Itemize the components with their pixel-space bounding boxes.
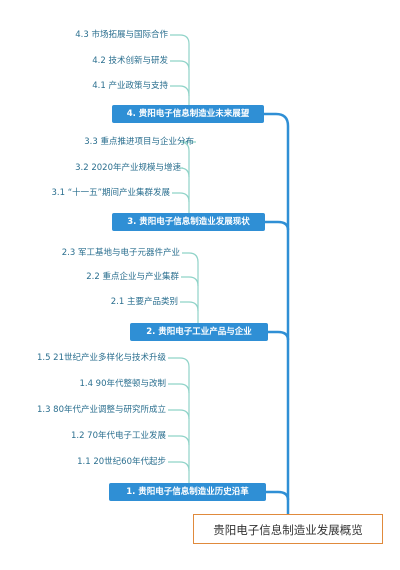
topic-3-3[interactable]: 3.3 重点推进项目与企业分布 bbox=[84, 137, 194, 147]
trunk-line-4 bbox=[264, 112, 290, 528]
leaf-line-1-3 bbox=[168, 409, 190, 420]
leaf-line-1-4 bbox=[168, 383, 190, 394]
topic-2-1[interactable]: 2.1 主要产品类别 bbox=[110, 297, 178, 307]
trunk-line-2 bbox=[268, 330, 290, 341]
leaf-line-3-1 bbox=[172, 192, 190, 203]
branch-2[interactable]: 2. 贵阳电子工业产品与企业 bbox=[130, 323, 268, 341]
leaf-line-1-5 bbox=[168, 357, 190, 485]
branch-1[interactable]: 1. 贵阳电子信息制造业历史沿革 bbox=[109, 483, 266, 501]
leaf-line-4-2 bbox=[170, 60, 190, 71]
topic-1-4[interactable]: 1.4 90年代整顿与改制 bbox=[79, 379, 166, 389]
topic-3-1[interactable]: 3.1 “十一五”期间产业集群发展 bbox=[51, 188, 170, 198]
topic-1-5[interactable]: 1.5 21世纪产业多样化与技术升级 bbox=[36, 353, 166, 363]
topic-3-2[interactable]: 3.2 2020年产业规模与增速 bbox=[75, 163, 181, 173]
leaf-line-2-1 bbox=[180, 301, 199, 312]
trunk-line-3 bbox=[265, 220, 290, 231]
branch-4[interactable]: 4. 贵阳电子信息制造业未来展望 bbox=[112, 105, 264, 123]
topic-1-1[interactable]: 1.1 20世纪60年代起步 bbox=[77, 457, 166, 467]
topic-1-3[interactable]: 1.3 80年代产业调整与研究所成立 bbox=[36, 405, 166, 415]
topic-4-3[interactable]: 4.3 市场拓展与国际合作 bbox=[75, 30, 168, 40]
topic-2-2[interactable]: 2.2 重点企业与产业集群 bbox=[86, 272, 179, 282]
leaf-line-2-3 bbox=[182, 252, 199, 325]
topic-4-2[interactable]: 4.2 技术创新与研发 bbox=[92, 56, 168, 66]
leaf-line-1-2 bbox=[168, 435, 190, 446]
leaf-line-1-1 bbox=[168, 461, 190, 472]
leaf-line-3-2 bbox=[179, 167, 190, 178]
topic-2-3[interactable]: 2.3 军工基地与电子元器件产业 bbox=[61, 248, 180, 258]
leaf-line-3-3 bbox=[179, 141, 196, 215]
topic-1-2[interactable]: 1.2 70年代电子工业发展 bbox=[70, 431, 166, 441]
leaf-line-4-1 bbox=[170, 85, 190, 97]
root-topic[interactable]: 贵阳电子信息制造业发展概览 bbox=[193, 514, 383, 544]
trunk-line-1 bbox=[266, 490, 290, 501]
leaf-line-4-3 bbox=[170, 34, 190, 107]
branch-3[interactable]: 3. 贵阳电子信息制造业发展现状 bbox=[112, 213, 265, 231]
topic-4-1[interactable]: 4.1 产业政策与支持 bbox=[92, 81, 168, 91]
leaf-line-2-2 bbox=[181, 276, 199, 287]
